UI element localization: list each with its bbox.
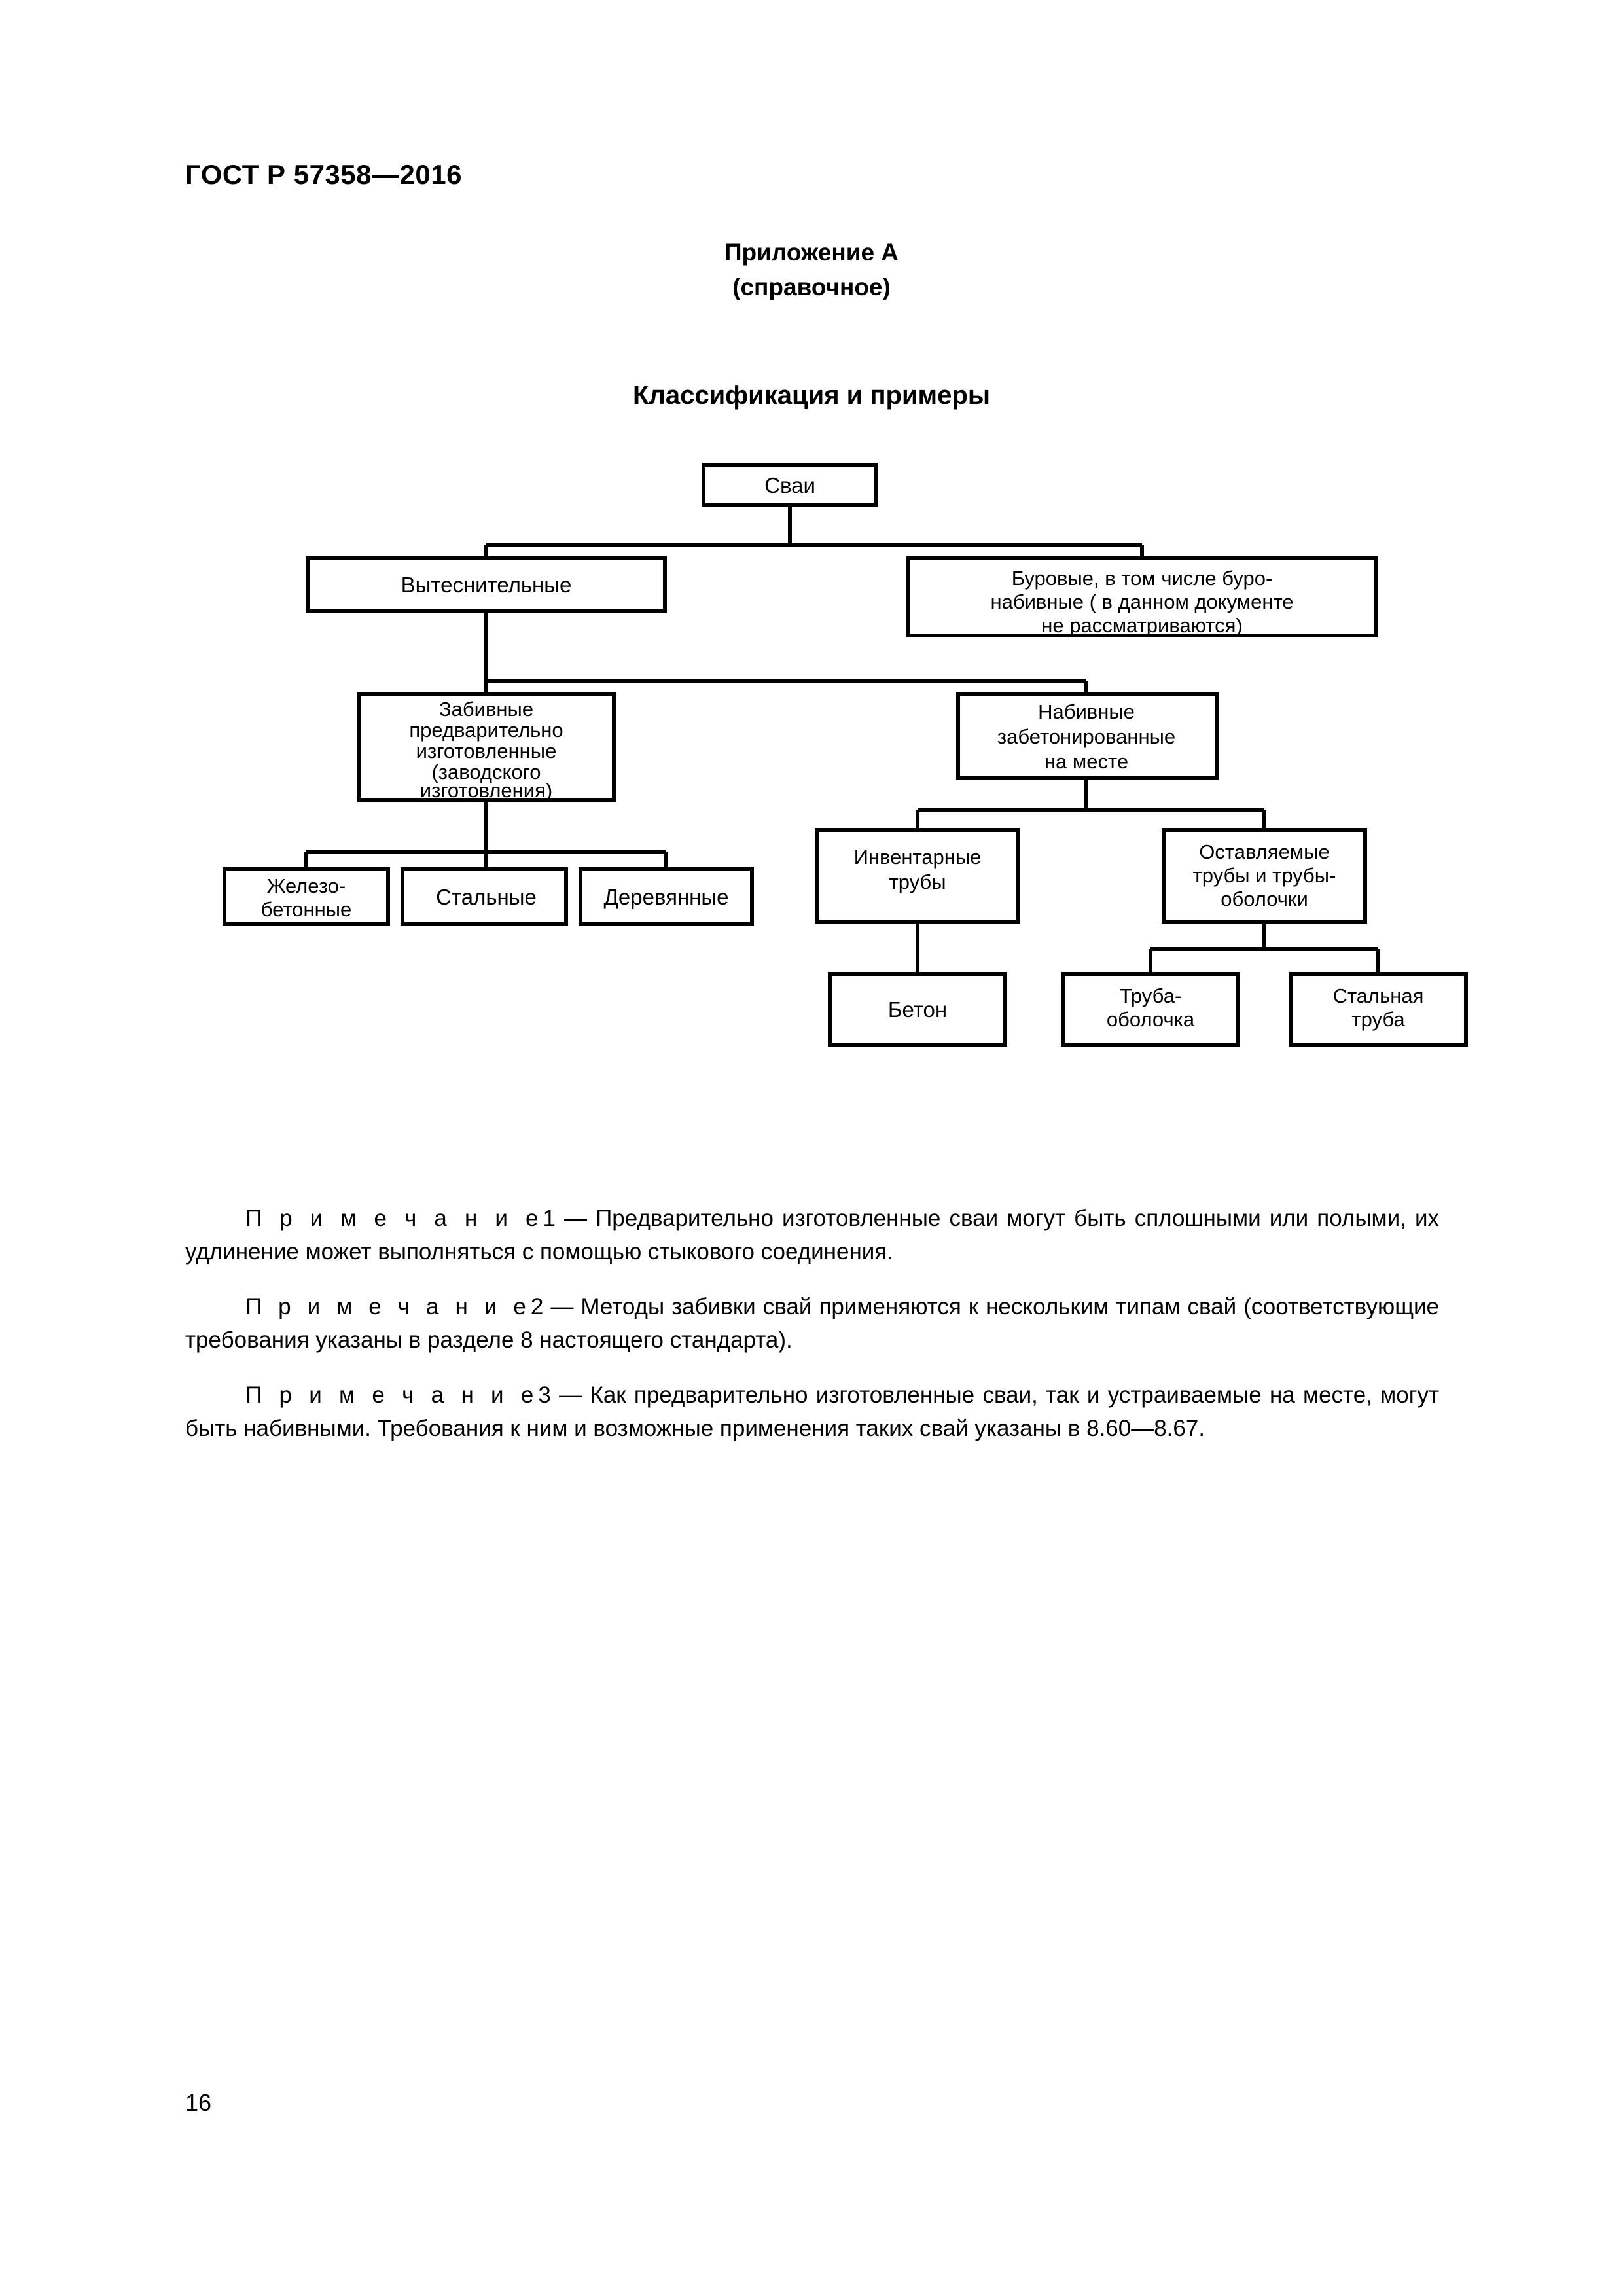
node-label-steel: Стальные bbox=[436, 885, 537, 909]
node-label-wooden: Деревянные bbox=[604, 885, 729, 909]
note-3-label: П р и м е ч а н и е bbox=[245, 1382, 539, 1408]
note-3-number: 3 bbox=[538, 1382, 551, 1408]
node-label-driven-line2: предварительно bbox=[409, 719, 563, 742]
node-box-concrete bbox=[828, 972, 1007, 1047]
node-label-concrete: Бетон bbox=[888, 997, 947, 1022]
tree-connectors bbox=[304, 505, 1380, 974]
node-box-temp-tubes bbox=[815, 828, 1020, 924]
page-number: 16 bbox=[185, 2089, 212, 2116]
node-label-bored-line2: набивные ( в данном документе bbox=[990, 590, 1293, 613]
node-label-steel-tube-line2: труба bbox=[1351, 1008, 1405, 1031]
note-3-dash: — bbox=[550, 1382, 590, 1408]
node-label-castinplace-line2: забетонированные bbox=[997, 725, 1175, 748]
note-1-dash: — bbox=[555, 1206, 596, 1231]
node-label-steel-tube-line1: Стальная bbox=[1333, 984, 1424, 1007]
node-box-bored bbox=[906, 556, 1378, 637]
node-box-wooden bbox=[579, 867, 754, 926]
note-2-number: 2 bbox=[530, 1294, 544, 1320]
node-label-castinplace-line3: на месте bbox=[1044, 750, 1128, 773]
node-box-displacement bbox=[306, 556, 667, 613]
node-box-steel bbox=[401, 867, 568, 926]
node-label-bored-line3: не рассматриваются) bbox=[1041, 614, 1242, 637]
node-label-reinforced-line2: бетонные bbox=[261, 898, 351, 921]
figure-title: Классификация и примеры bbox=[633, 381, 990, 410]
note-1: П р и м е ч а н и е1 — Предварительно из… bbox=[185, 1202, 1439, 1268]
node-label-bored-line1: Буровые, в том числе буро- bbox=[1012, 567, 1273, 590]
node-label-left-tubes-line3: оболочки bbox=[1221, 888, 1308, 910]
note-2: П р и м е ч а н и е2 — Методы забивки св… bbox=[185, 1290, 1439, 1357]
note-2-label: П р и м е ч а н и е bbox=[245, 1294, 531, 1320]
node-box-root bbox=[702, 463, 878, 507]
note-2-text: Методы забивки свай применяются к нескол… bbox=[185, 1294, 1440, 1354]
note-1-number: 1 bbox=[543, 1206, 556, 1231]
node-box-reinforced bbox=[223, 867, 390, 926]
note-1-label: П р и м е ч а н и е bbox=[245, 1206, 543, 1231]
node-label-driven-line1: Забивные bbox=[439, 698, 533, 721]
standard-header: ГОСТ Р 57358—2016 bbox=[185, 159, 462, 190]
node-box-left-tubes bbox=[1162, 828, 1367, 924]
node-label-shell-tube-line2: оболочка bbox=[1107, 1008, 1195, 1031]
appendix-heading: Приложение А (справочное) bbox=[0, 236, 1623, 304]
node-label-root: Сваи bbox=[764, 473, 815, 497]
node-label-temp-tubes-line1: Инвентарные bbox=[854, 846, 982, 869]
note-1-text: Предварительно изготовленные сваи могут … bbox=[185, 1206, 1439, 1265]
note-2-dash: — bbox=[543, 1294, 581, 1320]
notes-section: П р и м е ч а н и е1 — Предварительно из… bbox=[185, 1202, 1439, 1446]
note-3-text: Как предварительно изготовленные сваи, т… bbox=[185, 1382, 1440, 1442]
node-label-driven-line3: изготовленные bbox=[416, 740, 557, 762]
node-box-castinplace bbox=[956, 692, 1219, 780]
node-box-driven bbox=[357, 692, 616, 802]
tree-boxes bbox=[223, 463, 1468, 1047]
node-box-steel-tube bbox=[1289, 972, 1468, 1047]
appendix-label: Приложение А bbox=[724, 239, 899, 266]
node-label-temp-tubes-line2: трубы bbox=[889, 870, 946, 893]
node-label-displacement: Вытеснительные bbox=[401, 573, 572, 597]
node-label-driven-line4: (заводского bbox=[431, 761, 541, 783]
node-label-reinforced-line1: Железо- bbox=[267, 874, 346, 897]
node-label-left-tubes-line2: трубы и трубы- bbox=[1193, 864, 1336, 887]
node-label-driven-line5: изготовления) bbox=[420, 779, 552, 802]
classification-tree-diagram: Сваи Вытеснительные Буровые, в том числе… bbox=[0, 452, 1623, 1198]
node-box-shell-tube bbox=[1061, 972, 1240, 1047]
node-label-shell-tube-line1: Труба- bbox=[1120, 984, 1182, 1007]
node-label-castinplace-line1: Набивные bbox=[1038, 700, 1135, 723]
tree-labels: Сваи Вытеснительные Буровые, в том числе… bbox=[261, 473, 1424, 1031]
appendix-kind: (справочное) bbox=[732, 273, 891, 300]
node-label-left-tubes-line1: Оставляемые bbox=[1199, 840, 1329, 863]
note-3: П р и м е ч а н и е3 — Как предварительн… bbox=[185, 1378, 1439, 1445]
